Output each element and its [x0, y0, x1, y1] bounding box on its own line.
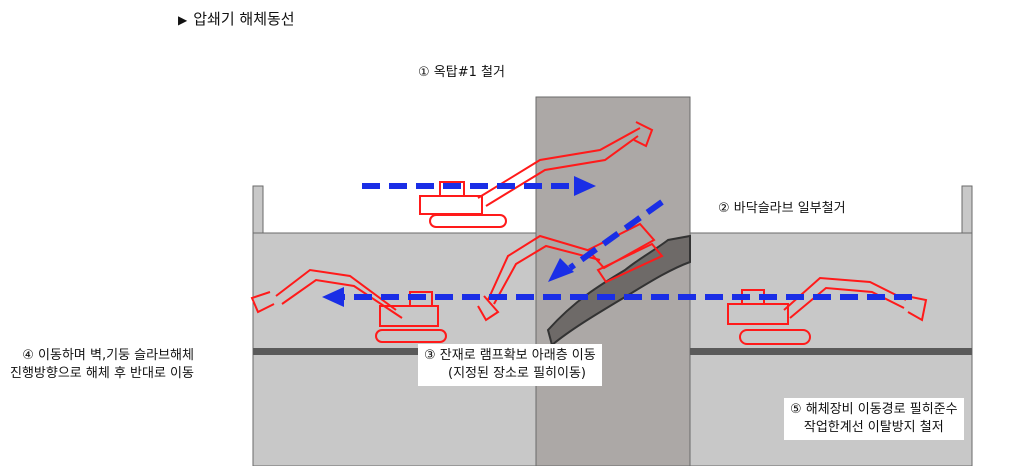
step-5-line2: 작업한계선 이탈방지 철저 [803, 420, 944, 435]
excavator-ramp-icon [477, 222, 664, 322]
step-3-line1: ③ 잔재로 램프확보 아래층 이동 [424, 348, 596, 363]
step-4-box: ④ 이동하며 벽,기둥 슬라브해체 진행방향으로 해체 후 반대로 이동 [4, 344, 200, 386]
right-parapet [961, 185, 973, 235]
movement-arrows [342, 183, 912, 300]
step-3-box: ③ 잔재로 램프확보 아래층 이동 (지정된 장소로 필히이동) [418, 344, 602, 386]
triangle-marker-icon: ▶ [178, 13, 188, 27]
arrow-heads [322, 176, 596, 307]
step-4-line1: ④ 이동하며 벽,기둥 슬라브해체 [22, 348, 194, 363]
step-4-line2: 진행방향으로 해체 후 반대로 이동 [10, 366, 194, 381]
arrow-head-main [322, 287, 344, 307]
step-5-box: ⑤ 해체장비 이동경로 필히준수 작업한계선 이탈방지 철저 [784, 398, 964, 440]
step-3-line2: (지정된 장소로 필히이동) [448, 366, 587, 381]
debris-ramp [546, 234, 691, 347]
arrow-head-rooftop [574, 176, 596, 196]
excavator-rooftop-icon [419, 121, 654, 228]
floor-slab-left [253, 348, 536, 355]
arrow-ramp-path [568, 199, 664, 271]
step-1-label: ① 옥탑#1 철거 [418, 65, 505, 80]
left-parapet [252, 185, 264, 235]
step-2-label: ② 바닥슬라브 일부철거 [718, 201, 846, 216]
excavator-left-icon [250, 268, 447, 343]
arrow-head-ramp [548, 258, 574, 282]
step-5-line1: ⑤ 해체장비 이동경로 필히준수 [790, 402, 958, 417]
title-text: 압쇄기 해체동선 [193, 10, 295, 28]
page-title: ▶ 압쇄기 해체동선 [178, 8, 295, 29]
floor-slab-right [690, 348, 972, 355]
